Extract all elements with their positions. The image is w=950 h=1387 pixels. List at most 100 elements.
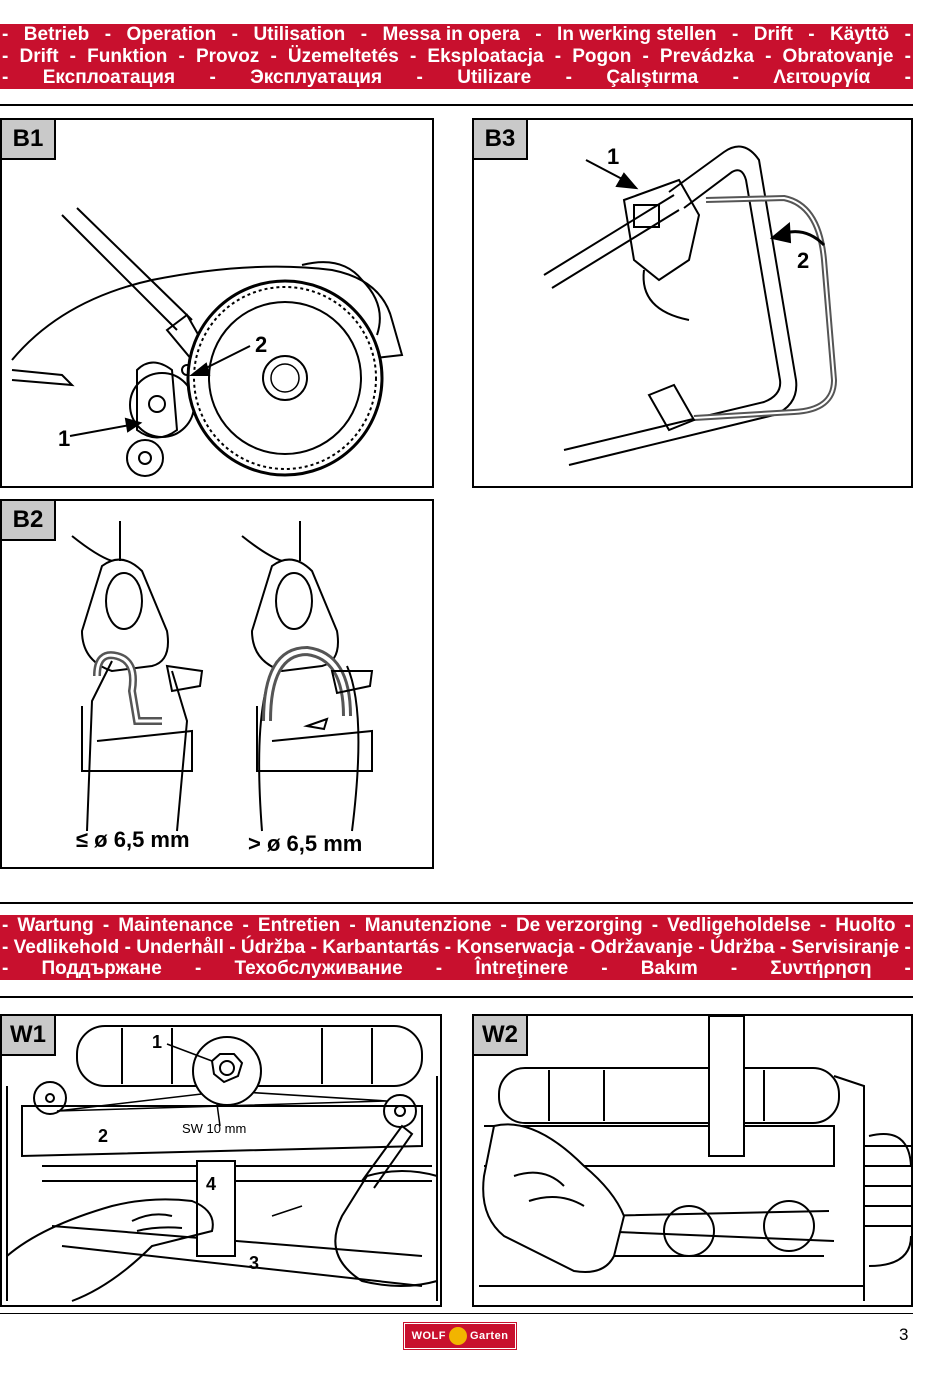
banner-separator: - xyxy=(416,67,423,88)
banner-separator: - xyxy=(904,936,911,958)
operation-banner: -Betrieb-Operation-Utilisation-Messa in … xyxy=(0,24,913,89)
banner-term: Поддържане xyxy=(41,958,162,979)
banner-term: Utilisation xyxy=(253,24,346,45)
figure-w1-callout-2: 2 xyxy=(98,1126,109,1146)
banner-separator: - xyxy=(2,24,9,45)
banner-term: Huolto xyxy=(835,915,896,936)
operation-banner-line-2: -Drift-Funktion-Provoz-Üzemeltetés-Ekspl… xyxy=(0,46,913,68)
banner-term: Messa in opera xyxy=(382,24,520,45)
maintenance-banner-line-2: -Vedlikehold-Underhåll-Údržba-Karbantart… xyxy=(0,937,913,959)
maintenance-banner: -Wartung-Maintenance-Entretien-Manutenzi… xyxy=(0,915,913,980)
figure-b2-caption-left: ≤ ø 6,5 mm xyxy=(76,827,190,852)
banner-separator: - xyxy=(124,936,131,958)
banner-separator: - xyxy=(904,67,911,88)
banner-term: Betrieb xyxy=(23,24,90,45)
figure-w2: W2 xyxy=(472,1014,913,1307)
logo-text-right: Garten xyxy=(469,1330,509,1342)
banner-term: Wartung xyxy=(17,915,94,936)
figure-b3-callout-2: 2 xyxy=(797,248,810,273)
banner-term: Údržba xyxy=(710,936,775,958)
banner-term: Konserwacja xyxy=(456,936,574,958)
banner-term: Prevádzka xyxy=(659,45,754,67)
banner-separator: - xyxy=(69,45,76,67)
banner-term: Maintenance xyxy=(118,915,234,936)
figure-w2-illustration xyxy=(479,1016,911,1301)
fox-icon xyxy=(448,1327,467,1345)
figure-b2-illustration xyxy=(71,521,374,832)
banner-separator: - xyxy=(642,45,649,67)
banner-separator: - xyxy=(565,67,572,88)
banner-separator: - xyxy=(229,936,236,958)
banner-term: Întreţinere xyxy=(475,958,569,979)
figure-b3-label: B3 xyxy=(474,120,528,160)
banner-separator: - xyxy=(2,958,9,979)
banner-term: Üzemeltetés xyxy=(287,45,399,67)
page-number: 3 xyxy=(899,1325,909,1344)
banner-term: Vedlikehold xyxy=(13,936,120,958)
figure-b2-label: B2 xyxy=(2,501,56,541)
banner-term: Käyttö xyxy=(830,24,890,45)
banner-separator: - xyxy=(904,45,911,67)
banner-separator: - xyxy=(435,958,443,979)
figure-w2-label: W2 xyxy=(474,1016,528,1056)
banner-term: Eksploatacja xyxy=(427,45,544,67)
banner-term: Λειτουργία xyxy=(773,67,871,88)
banner-separator: - xyxy=(579,936,586,958)
banner-separator: - xyxy=(732,67,739,88)
banner-separator: - xyxy=(104,24,112,45)
banner-separator: - xyxy=(819,915,827,936)
figure-b1-callout-2: 2 xyxy=(255,332,268,357)
banner-separator: - xyxy=(209,67,216,88)
banner-separator: - xyxy=(651,915,659,936)
banner-separator: - xyxy=(904,958,911,979)
banner-term: De verzorging xyxy=(515,915,643,936)
banner-term: Operation xyxy=(126,24,217,45)
banner-separator: - xyxy=(349,915,356,936)
maintenance-banner-line-1: -Wartung-Maintenance-Entretien-Manutenzi… xyxy=(0,915,913,937)
banner-separator: - xyxy=(360,24,368,45)
figure-b1: B1 1 2 xyxy=(0,118,434,488)
banner-term: Vedligeholdelse xyxy=(667,915,811,936)
banner-term: Održavanje xyxy=(590,936,694,958)
banner-separator: - xyxy=(904,24,911,45)
banner-separator: - xyxy=(194,958,202,979)
banner-separator: - xyxy=(2,67,9,88)
banner-separator: - xyxy=(535,24,542,45)
banner-separator: - xyxy=(270,45,277,67)
figure-w1: W1 1 2 4 3 SW 10 xyxy=(0,1014,442,1307)
banner-separator: - xyxy=(779,936,787,958)
banner-separator: - xyxy=(500,915,507,936)
banner-term: Bakım xyxy=(640,958,698,979)
banner-term: In werking stellen xyxy=(557,24,717,45)
banner-term: Funktion xyxy=(87,45,168,67)
banner-separator: - xyxy=(904,915,911,936)
figure-b1-label: B1 xyxy=(2,120,56,160)
banner-separator: - xyxy=(730,958,738,979)
banner-term: Utilizare xyxy=(457,67,532,88)
banner-separator: - xyxy=(2,915,9,936)
maintenance-banner-line-3: -Поддържане-Техобслуживание-Întreţinere-… xyxy=(0,958,913,980)
banner-separator: - xyxy=(808,24,815,45)
operation-banner-line-3: -Експлоатация-Эксплуатация-Utilizare-Çal… xyxy=(0,67,913,89)
banner-separator: - xyxy=(444,936,452,958)
banner-separator: - xyxy=(698,936,705,958)
banner-term: Servisiranje xyxy=(791,936,900,958)
banner-term: Συντήρηση xyxy=(770,958,872,979)
figure-b3: B3 1 2 xyxy=(472,118,913,488)
banner-term: Underhåll xyxy=(136,936,224,958)
wolf-garten-logo: WOLF Garten xyxy=(403,1322,517,1350)
banner-separator: - xyxy=(178,45,185,67)
banner-term: Эксплуатация xyxy=(250,67,383,88)
figure-b1-callout-1: 1 xyxy=(58,426,71,451)
divider-middle xyxy=(0,902,913,904)
banner-term: Çalıştırma xyxy=(606,67,699,88)
banner-separator: - xyxy=(231,24,238,45)
banner-term: Drift xyxy=(19,45,59,67)
banner-separator: - xyxy=(765,45,772,67)
banner-term: Karbantartás xyxy=(322,936,440,958)
banner-separator: - xyxy=(601,958,608,979)
banner-term: Pogon xyxy=(572,45,632,67)
figure-w1-label: W1 xyxy=(2,1016,56,1056)
banner-separator: - xyxy=(242,915,249,936)
operation-banner-line-1: -Betrieb-Operation-Utilisation-Messa in … xyxy=(0,24,913,46)
